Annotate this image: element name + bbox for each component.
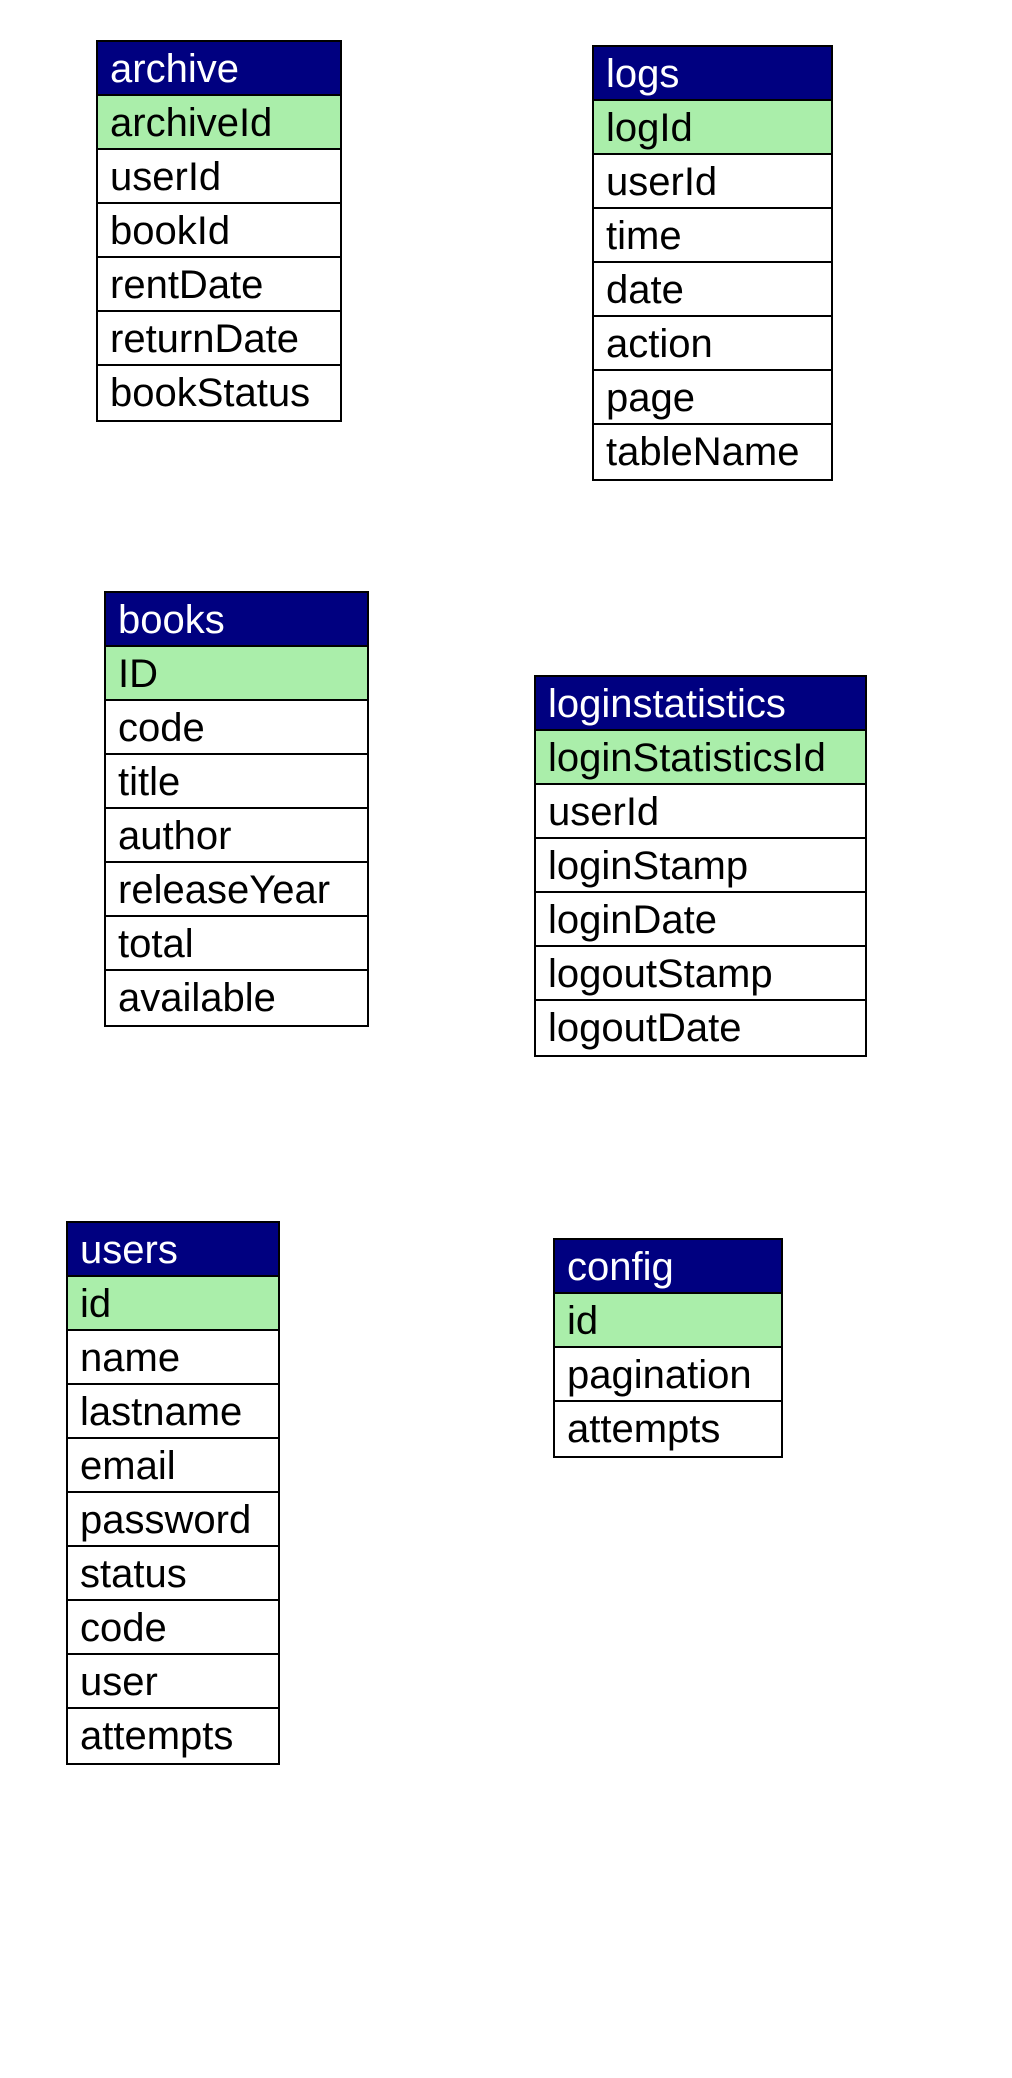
table-field: status bbox=[68, 1547, 278, 1601]
table-field: loginStamp bbox=[536, 839, 865, 893]
table-field: tableName bbox=[606, 430, 800, 474]
table-field: available bbox=[118, 976, 276, 1020]
table-field: bookId bbox=[98, 204, 340, 258]
table-field: author bbox=[106, 809, 367, 863]
primary-key-field: archiveId bbox=[98, 96, 340, 150]
table-header: users bbox=[68, 1223, 278, 1277]
table-field: attempts bbox=[80, 1714, 234, 1758]
table-field: userId bbox=[536, 785, 865, 839]
table-header: books bbox=[106, 593, 367, 647]
table-logs[interactable]: logs logId userId time date action page … bbox=[592, 45, 833, 481]
table-field: bookStatus bbox=[110, 371, 311, 415]
table-field: code bbox=[106, 701, 367, 755]
table-field: page bbox=[594, 371, 831, 425]
table-field: title bbox=[106, 755, 367, 809]
primary-key-field: id bbox=[68, 1277, 278, 1331]
table-field: password bbox=[68, 1493, 278, 1547]
table-field: lastname bbox=[68, 1385, 278, 1439]
table-field: userId bbox=[594, 155, 831, 209]
table-field: userId bbox=[98, 150, 340, 204]
table-loginstatistics[interactable]: loginstatistics loginStatisticsId userId… bbox=[534, 675, 867, 1057]
table-field: code bbox=[68, 1601, 278, 1655]
table-field: email bbox=[68, 1439, 278, 1493]
table-header: config bbox=[555, 1240, 781, 1294]
table-field: attempts bbox=[567, 1407, 721, 1451]
primary-key-field: id bbox=[555, 1294, 781, 1348]
table-field: loginDate bbox=[536, 893, 865, 947]
table-field: logoutStamp bbox=[536, 947, 865, 1001]
table-field: logoutDate bbox=[548, 1006, 742, 1050]
table-field: user bbox=[68, 1655, 278, 1709]
table-field: name bbox=[68, 1331, 278, 1385]
table-field: total bbox=[106, 917, 367, 971]
table-config[interactable]: config id pagination attempts bbox=[553, 1238, 783, 1458]
primary-key-field: loginStatisticsId bbox=[536, 731, 865, 785]
table-header: archive bbox=[98, 42, 340, 96]
table-field: rentDate bbox=[98, 258, 340, 312]
table-books[interactable]: books ID code title author releaseYear t… bbox=[104, 591, 369, 1027]
table-field: action bbox=[594, 317, 831, 371]
table-archive[interactable]: archive archiveId userId bookId rentDate… bbox=[96, 40, 342, 422]
table-header: logs bbox=[594, 47, 831, 101]
primary-key-field: logId bbox=[594, 101, 831, 155]
table-field: time bbox=[594, 209, 831, 263]
table-field: releaseYear bbox=[106, 863, 367, 917]
table-field: returnDate bbox=[98, 312, 340, 366]
table-users[interactable]: users id name lastname email password st… bbox=[66, 1221, 280, 1765]
table-header: loginstatistics bbox=[536, 677, 865, 731]
table-field: pagination bbox=[555, 1348, 781, 1402]
table-field: date bbox=[594, 263, 831, 317]
primary-key-field: ID bbox=[106, 647, 367, 701]
